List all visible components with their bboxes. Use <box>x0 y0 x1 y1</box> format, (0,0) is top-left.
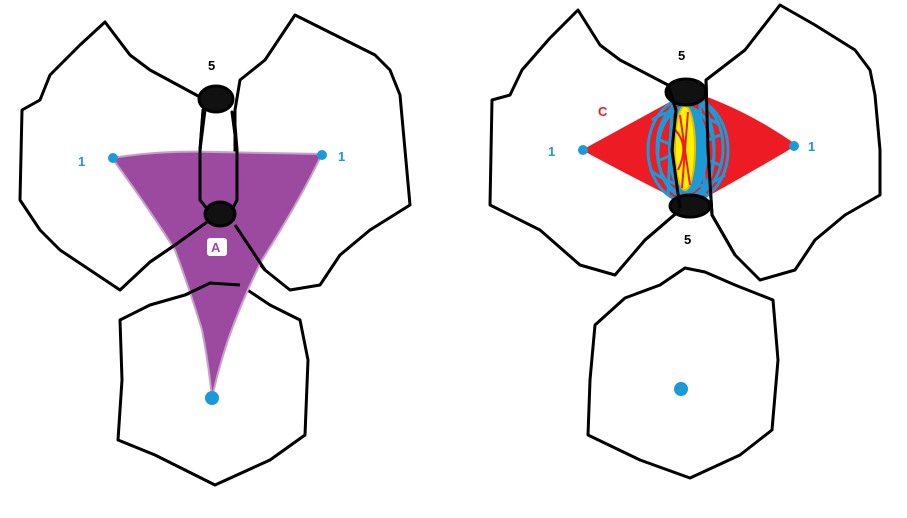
right-yellow-overlay <box>674 105 696 191</box>
left-anchor-right <box>317 150 327 160</box>
left-knot-top <box>197 84 235 114</box>
left-anchor-bottom <box>205 391 219 405</box>
left-hex-bottom <box>116 283 310 487</box>
left-anchor-left <box>108 153 118 163</box>
right-inner-lines <box>644 79 737 256</box>
left-region-a <box>110 150 324 399</box>
right-anchors <box>578 141 799 396</box>
right-anchor-bottom <box>674 382 688 396</box>
left-region-label: A <box>211 240 221 255</box>
right-hex-bottom <box>586 266 780 480</box>
left-label-top-count: 5 <box>208 58 215 73</box>
left-inner-lines <box>149 111 267 297</box>
left-region-label-bg <box>207 238 227 256</box>
right-label-left-count: 1 <box>548 144 555 159</box>
right-anchor-left <box>578 145 588 155</box>
left-anchors <box>108 150 327 405</box>
left-label-right-count: 1 <box>338 149 345 164</box>
right-label-bottom-count: 5 <box>684 232 691 247</box>
left-label-left-count: 1 <box>78 154 85 169</box>
right-anchor-right <box>789 141 799 151</box>
left-knot-middle <box>203 200 237 228</box>
right-label-top-count: 5 <box>678 48 685 63</box>
right-region-label: C <box>598 104 608 119</box>
right-label-right-count: 1 <box>808 139 815 154</box>
left-knots <box>197 84 237 228</box>
